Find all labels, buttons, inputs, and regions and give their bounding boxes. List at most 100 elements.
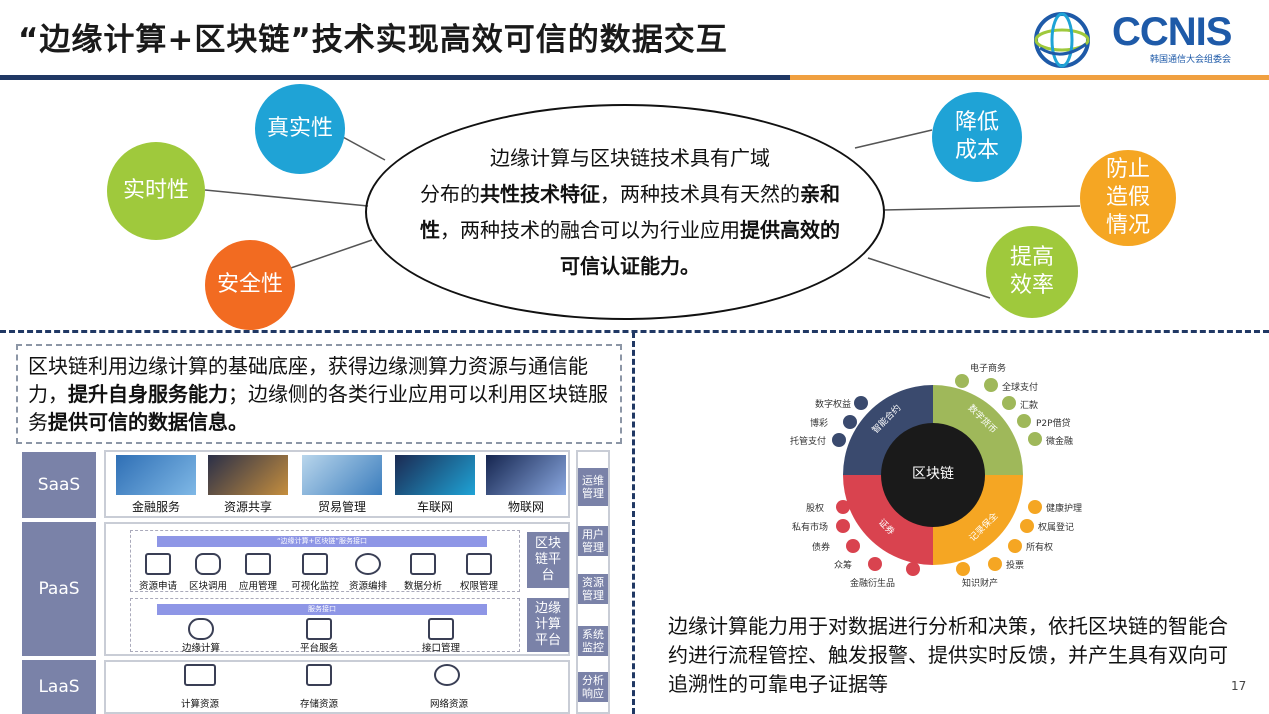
side-response: 分析响应 bbox=[578, 672, 608, 702]
bubble-realtime: 实时性 bbox=[107, 142, 205, 240]
ring-dot bbox=[846, 539, 860, 553]
layer-laas: LaaS bbox=[22, 660, 96, 714]
laas-label: 计算资源 bbox=[180, 699, 219, 710]
ring-seg-cert bbox=[933, 475, 1023, 565]
globe-logo-icon bbox=[1034, 12, 1090, 68]
paas-icon-label: 数据分析 bbox=[403, 581, 442, 592]
paas-icon-label: 区块调用 bbox=[188, 581, 227, 592]
thumb-iot bbox=[486, 455, 566, 495]
side-column bbox=[576, 450, 610, 714]
ring-seg-smart bbox=[843, 385, 933, 475]
ring-label: 托管支付 bbox=[790, 437, 827, 447]
saas-app-label: 车联网 bbox=[416, 500, 453, 514]
ring-dot bbox=[1017, 414, 1031, 428]
interface-icon bbox=[428, 618, 454, 640]
paas-icon-label: 可视化监控 bbox=[291, 581, 339, 592]
saas-app-label: 金融服务 bbox=[131, 500, 180, 514]
paas-box bbox=[104, 522, 570, 656]
side-ops: 运维管理 bbox=[578, 468, 608, 506]
blockchain-ring bbox=[843, 385, 1023, 565]
ring-dot bbox=[1028, 500, 1042, 514]
paas-edge-box bbox=[130, 598, 520, 652]
section-divider-vertical bbox=[632, 332, 635, 714]
ring-dot bbox=[984, 378, 998, 392]
title-underline bbox=[0, 75, 790, 80]
logo-text: CCNIS bbox=[1112, 10, 1232, 54]
ring-label: 博彩 bbox=[810, 419, 829, 429]
section-divider-horizontal bbox=[0, 330, 1269, 333]
paas-icon-label: 权限管理 bbox=[459, 581, 498, 592]
ring-label: 债券 bbox=[812, 543, 831, 553]
side-user: 用户管理 bbox=[578, 526, 608, 556]
ring-dot bbox=[1028, 432, 1042, 446]
ring-dot bbox=[868, 557, 882, 571]
central-ellipse bbox=[365, 104, 885, 320]
bubble-efficiency: 提高效率 bbox=[986, 226, 1078, 318]
saas-box bbox=[104, 450, 570, 518]
ring-dot bbox=[843, 415, 857, 429]
ring-label: P2P借贷 bbox=[1036, 419, 1071, 429]
layer-saas: SaaS bbox=[22, 452, 96, 518]
bubble-cost: 降低成本 bbox=[932, 92, 1022, 182]
laas-label: 存储资源 bbox=[299, 699, 338, 710]
ring-dot bbox=[1008, 539, 1022, 553]
blockchain-platform: 区块链平台 bbox=[527, 532, 569, 588]
block-call-icon bbox=[195, 553, 221, 575]
ring-dot bbox=[832, 433, 846, 447]
platform-service-icon bbox=[306, 618, 332, 640]
ring-label: 全球支付 bbox=[1002, 383, 1039, 393]
ring-label: 电子商务 bbox=[970, 364, 1007, 374]
ring-dot bbox=[1020, 519, 1034, 533]
app-manage-icon bbox=[245, 553, 271, 575]
ring-dot bbox=[836, 519, 850, 533]
analysis-icon bbox=[410, 553, 436, 575]
ring-dot bbox=[854, 396, 868, 410]
ring-seg-digital bbox=[933, 385, 1023, 475]
orchestrate-icon bbox=[355, 553, 381, 575]
paas-edge-label: 平台服务 bbox=[299, 643, 338, 654]
side-monitor: 系统监控 bbox=[578, 626, 608, 656]
ring-label: 汇款 bbox=[1020, 401, 1039, 411]
ring-center: 区块链 bbox=[912, 466, 954, 482]
laas-label: 网络资源 bbox=[429, 699, 468, 710]
paas-service-box bbox=[130, 530, 520, 592]
laas-box bbox=[104, 660, 570, 714]
title-underline-accent bbox=[790, 75, 1269, 80]
ring-label: 股权 bbox=[806, 504, 825, 514]
edge-platform: 边缘计算平台 bbox=[527, 598, 569, 652]
ring-label: 健康护理 bbox=[1046, 504, 1083, 514]
monitor-icon bbox=[302, 553, 328, 575]
ring-dot bbox=[988, 557, 1002, 571]
storage-icon bbox=[306, 664, 332, 686]
side-resource: 资源管理 bbox=[578, 574, 608, 604]
thumb-vehicle bbox=[395, 455, 475, 495]
ring-label: 金融衍生品 bbox=[850, 579, 896, 589]
paas-edge-bar: 服务接口 bbox=[157, 604, 487, 615]
edge-description: 边缘计算能力用于对数据进行分析和决策，依托区块链的智能合约进行流程管控、触发报警… bbox=[668, 614, 1228, 696]
edge-cloud-icon bbox=[188, 618, 214, 640]
paas-edge-label: 接口管理 bbox=[421, 643, 460, 654]
paas-icon-label: 应用管理 bbox=[238, 581, 277, 592]
ring-seg-proof bbox=[843, 475, 933, 565]
ring-dot bbox=[956, 562, 970, 576]
bubble-authenticity: 真实性 bbox=[255, 84, 345, 174]
paas-icon-label: 资源申请 bbox=[138, 581, 177, 592]
ring-dot bbox=[906, 562, 920, 576]
blockchain-description: 区块链利用边缘计算的基础底座，获得边缘测算力资源与通信能力，提升自身服务能力；边… bbox=[16, 344, 622, 444]
ring-dot bbox=[955, 374, 969, 388]
ellipse-text: 边缘计算与区块链技术具有广域 分布的共性技术特征，两种技术具有天然的亲和 性，两… bbox=[420, 146, 840, 278]
ring-label: 所有权 bbox=[1026, 543, 1054, 553]
apply-icon bbox=[145, 553, 171, 575]
bubble-security: 安全性 bbox=[205, 240, 295, 330]
ring-dot bbox=[836, 500, 850, 514]
logo-subtext: 韩国通信大会组委会 bbox=[1150, 55, 1232, 65]
saas-app-label: 贸易管理 bbox=[317, 500, 366, 514]
permission-icon bbox=[466, 553, 492, 575]
network-icon bbox=[434, 664, 460, 686]
paas-service-bar: “边缘计算+区块链”服务接口 bbox=[157, 536, 487, 547]
saas-app-label: 物联网 bbox=[507, 500, 544, 514]
ring-label: 微金融 bbox=[1046, 437, 1074, 447]
ring-label: 知识财产 bbox=[962, 579, 999, 589]
thumb-trade bbox=[302, 455, 382, 495]
ring-label: 数字权益 bbox=[815, 400, 852, 410]
